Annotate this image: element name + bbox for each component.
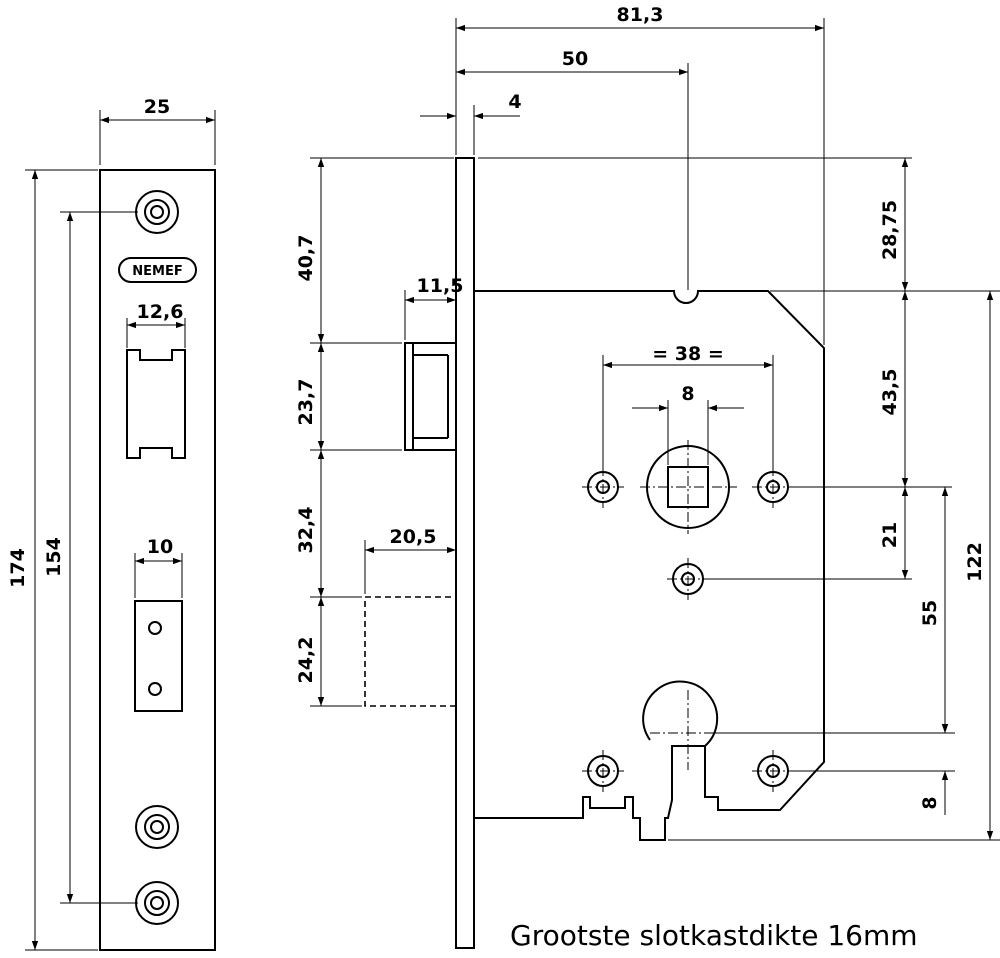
lock-case-body bbox=[474, 290, 825, 841]
dim-spindle: 8 bbox=[632, 383, 744, 465]
dim-label-10: 10 bbox=[147, 536, 173, 558]
dim-screw-spacing: 154 bbox=[43, 211, 138, 904]
bolt-opening bbox=[134, 600, 183, 712]
dim-label-50: 50 bbox=[562, 48, 588, 70]
dim-faceplate-length: 174 bbox=[7, 169, 98, 951]
lock-side-view: 81,3 50 4 11,5 20,5 bbox=[295, 4, 1000, 949]
dim-label-40-7: 40,7 bbox=[295, 235, 317, 282]
dim-right-chain: 28,75 43,5 21 bbox=[478, 157, 1000, 580]
dim-label-20-5: 20,5 bbox=[390, 526, 437, 548]
dim-label-174: 174 bbox=[7, 548, 29, 588]
top-screw-hole bbox=[135, 190, 179, 234]
mounting-hole-right bbox=[752, 466, 794, 508]
dim-label-23-7: 23,7 bbox=[295, 379, 317, 426]
dim-label-11-5: 11,5 bbox=[417, 275, 464, 297]
dim-label-25: 25 bbox=[144, 96, 170, 118]
spindle-follower bbox=[640, 440, 737, 534]
dim-faceplate-width: 25 bbox=[99, 96, 216, 165]
mounting-hole-left bbox=[582, 466, 624, 508]
dim-label-12-6: 12,6 bbox=[137, 301, 184, 323]
latch-opening bbox=[126, 349, 186, 459]
dim-label-32-4: 32,4 bbox=[295, 507, 317, 554]
dead-bolt-outline bbox=[364, 596, 457, 707]
brand-label: NEMEF bbox=[132, 264, 182, 279]
caption: Grootste slotkastdikte 16mm bbox=[510, 919, 918, 952]
dim-latch-width: 12,6 bbox=[126, 301, 186, 348]
dim-label-55: 55 bbox=[919, 600, 941, 626]
dim-label-8-spindle: 8 bbox=[681, 383, 694, 405]
dim-backset: 50 bbox=[456, 48, 689, 290]
dim-label-38: = 38 = bbox=[652, 343, 724, 365]
dim-faceplate-thickness: 4 bbox=[420, 91, 522, 155]
dim-label-21: 21 bbox=[879, 522, 901, 548]
dim-label-122: 122 bbox=[964, 542, 986, 582]
mounting-hole-bottom-left bbox=[582, 750, 624, 792]
brand-logo: NEMEF bbox=[118, 257, 197, 283]
faceplate-outline bbox=[99, 169, 216, 951]
dim-latch-projection: 11,5 bbox=[404, 275, 464, 340]
faceplate-side bbox=[455, 157, 475, 949]
dim-hole-spacing: = 38 = bbox=[602, 343, 774, 470]
dim-left-chain: 40,7 23,7 32,4 24,2 bbox=[295, 157, 454, 707]
faceplate-front-view: NEMEF 25 12,6 10 bbox=[7, 96, 216, 951]
middle-screw-hole bbox=[135, 805, 179, 849]
dim-label-8-offset: 8 bbox=[919, 796, 941, 809]
dim-label-154: 154 bbox=[43, 537, 65, 577]
dim-bolt-projection: 20,5 bbox=[364, 526, 456, 594]
dim-overall-depth: 81,3 bbox=[455, 4, 825, 345]
mounting-hole-bottom-right bbox=[752, 750, 794, 792]
bottom-screw-hole bbox=[135, 881, 179, 925]
dim-label-43-5: 43,5 bbox=[879, 369, 901, 416]
dim-label-4: 4 bbox=[508, 91, 521, 113]
dim-cylinder-offset: 8 bbox=[790, 705, 955, 815]
dim-bolt-width: 10 bbox=[134, 536, 183, 598]
latch-side bbox=[404, 342, 457, 451]
cylinder-opening bbox=[642, 680, 719, 747]
dim-label-24-2: 24,2 bbox=[295, 637, 317, 684]
dim-case-height: 122 bbox=[668, 291, 1000, 841]
mounting-hole-lower bbox=[667, 558, 709, 600]
dim-label-81-3: 81,3 bbox=[617, 4, 664, 26]
dim-label-28-75: 28,75 bbox=[879, 200, 901, 260]
dim-follower-to-cylinder: 55 bbox=[705, 487, 955, 734]
